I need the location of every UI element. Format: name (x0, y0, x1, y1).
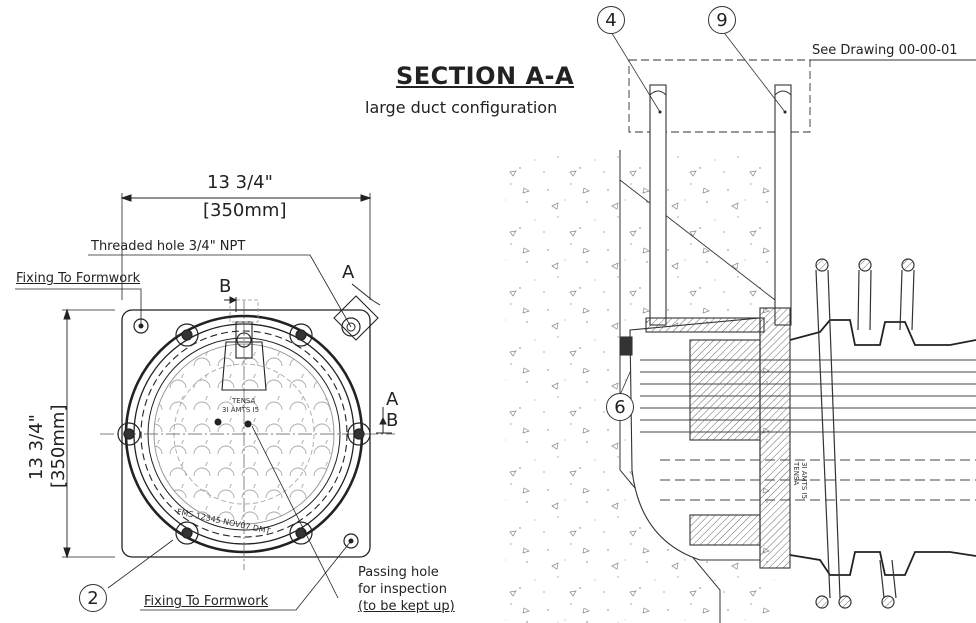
section-mark-a-right: A (386, 389, 399, 410)
height-dimension-mm: [350mm] (48, 404, 69, 488)
fixing-to-formwork-top-label: Fixing To Formwork (16, 271, 141, 286)
width-dimension-mm: [350mm] (203, 200, 287, 221)
section-mark-b-top: B (219, 276, 232, 297)
section-stamp-code: 3I AMTS I5 (800, 462, 808, 500)
stamp-code: 3I AMTS I5 (222, 406, 260, 414)
section-stamp-tensa: TENSA (792, 462, 800, 486)
section-view (505, 29, 976, 623)
threaded-hole-label: Threaded hole 3/4" NPT (91, 239, 246, 254)
height-dimension-inches: 13 3/4" (26, 414, 47, 480)
width-dimension-inches: 13 3/4" (207, 172, 273, 193)
section-title: SECTION A-A (396, 62, 575, 90)
see-drawing-label: See Drawing 00-00-01 (812, 43, 958, 58)
section-mark-b-right: B (386, 410, 399, 431)
balloon-9: 9 (708, 6, 736, 34)
balloon-6: 6 (606, 393, 634, 421)
passing-hole-line1: Passing hole (358, 565, 439, 580)
section-subtitle: large duct configuration (365, 98, 558, 117)
section-mark-a-top: A (342, 262, 355, 283)
passing-hole-line3: (to be kept up) (358, 599, 455, 614)
balloon-4: 4 (597, 6, 625, 34)
balloon-2: 2 (79, 584, 107, 612)
passing-hole-line2: for inspection (358, 582, 447, 597)
fixing-to-formwork-bottom-label: Fixing To Formwork (144, 594, 269, 609)
front-view (15, 193, 395, 611)
stamp-tensa: TENSA (232, 397, 256, 405)
